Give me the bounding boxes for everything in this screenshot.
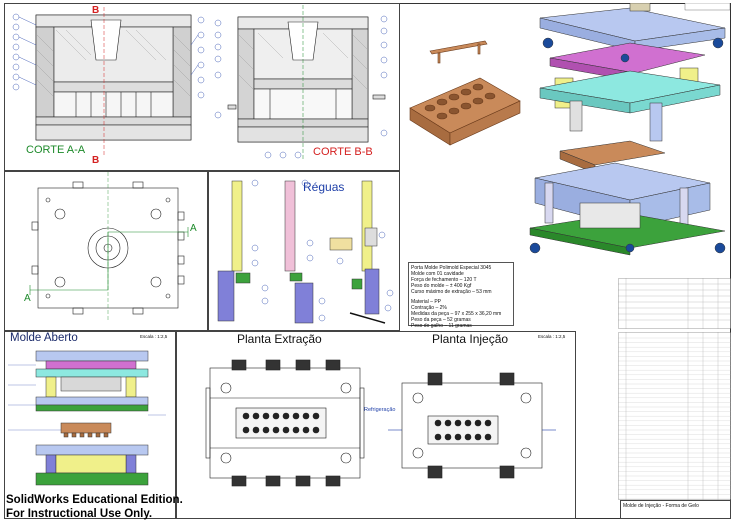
plantas-frame xyxy=(176,331,576,519)
mold-assembly-open xyxy=(529,140,726,256)
refrigeracao-label: Refrigeração xyxy=(364,407,396,413)
corte-bb-label: CORTE B-B xyxy=(313,146,373,158)
molde-aberto-title: Molde Aberto xyxy=(10,332,78,344)
plan-frame xyxy=(4,171,208,331)
planta-injecao-title: Planta Injeção xyxy=(432,332,509,346)
bill-of-materials xyxy=(618,278,731,500)
note-line: Porta Molde Polimold Especial 3045 xyxy=(411,265,492,271)
section-marker-a-right: A xyxy=(190,223,197,234)
sections-frame xyxy=(4,3,400,171)
corte-aa-view xyxy=(12,7,205,155)
watermark-line-2: For Instructional Use Only. xyxy=(6,508,153,520)
runner-part xyxy=(429,40,488,64)
molde-aberto-frame xyxy=(4,331,176,519)
note-line: Molde com 01 cavidade xyxy=(411,271,464,277)
watermark-line-1: SolidWorks Educational Edition. xyxy=(6,494,183,506)
note-line: Peso da peça – 52 gramas xyxy=(411,317,471,323)
escala-molde-aberto: Escala : 1:2,5 xyxy=(140,334,168,339)
section-marker-b-top: B xyxy=(92,5,100,16)
reguas-title: Réguas xyxy=(303,180,345,194)
specification-notes: Porta Molde Polimold Especial 3045 Molde… xyxy=(408,262,514,329)
note-line: Material – PP xyxy=(411,299,442,305)
note-line: Peso do molde – ± 400 Kgf xyxy=(411,283,472,289)
plan-view xyxy=(29,172,189,322)
corte-aa-label: CORTE A-A xyxy=(26,144,86,156)
note-line: Peso do galho – 11 gramas xyxy=(411,323,472,329)
planta-extracao-view xyxy=(205,359,365,487)
reguas-view xyxy=(217,179,394,324)
ice-tray-part xyxy=(409,77,521,146)
reguas-frame xyxy=(208,171,400,331)
drawing-description: Molde de Injeção - Forma de Gelo xyxy=(623,503,699,509)
title-block: Molde de Injeção - Forma de Gelo xyxy=(620,500,731,519)
section-marker-a-left: A xyxy=(24,293,31,304)
section-marker-b-bottom: B xyxy=(92,155,100,166)
note-line: Curso máximo de extração – 53 mm xyxy=(411,289,492,295)
educational-watermark: SolidWorks Educational Edition. For Inst… xyxy=(6,493,183,521)
molde-aberto-view xyxy=(8,350,166,486)
escala-plantas: Escala : 1:2,5 xyxy=(538,334,566,339)
isometric-renders xyxy=(409,3,731,256)
note-line: Força de fechamento – 120 T xyxy=(411,277,477,283)
corte-bb-view xyxy=(214,5,388,160)
planta-extracao-title: Planta Extração xyxy=(237,332,322,346)
planta-injecao-view xyxy=(388,372,556,479)
mold-assembly-closed xyxy=(539,3,726,142)
note-line: Contração – 2% xyxy=(411,305,447,311)
note-line: Medidas da peça – 97 x 255 x 36,20 mm xyxy=(411,311,502,317)
